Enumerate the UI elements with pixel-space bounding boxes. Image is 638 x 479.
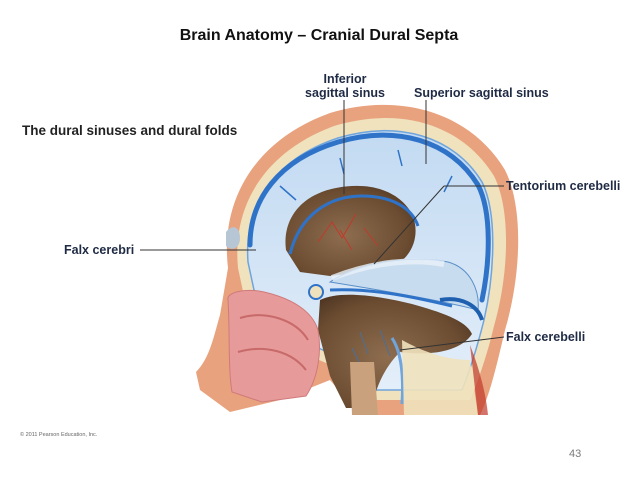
inferior-sagittal-sinus	[288, 194, 420, 255]
label-falx-cerebri: Falx cerebri	[64, 243, 135, 257]
figure-title: The dural sinuses and dural folds	[22, 123, 238, 138]
superior-sagittal-sinus	[247, 132, 491, 303]
label-inferior-line2: sagittal sinus	[305, 86, 385, 100]
label-tentorium-cerebelli: Tentorium cerebelli	[506, 179, 621, 193]
leader-lines	[140, 100, 505, 351]
spinal-cord	[350, 362, 378, 415]
nasal-cavity	[227, 289, 320, 403]
falx-cerebelli	[390, 337, 404, 405]
label-inferior-line1: Inferior	[323, 72, 367, 86]
slide-title: Brain Anatomy – Cranial Dural Septa	[179, 27, 459, 44]
copyright-notice: © 2011 Pearson Education, Inc.	[20, 432, 98, 438]
label-superior-sagittal-sinus: Superior sagittal sinus	[414, 86, 549, 100]
page-number: 43	[569, 448, 582, 460]
label-inferior-sagittal-sinus: Inferior sagittal sinus	[300, 72, 390, 100]
straight-sinus	[329, 288, 453, 308]
label-falx-cerebelli: Falx cerebelli	[506, 330, 586, 344]
